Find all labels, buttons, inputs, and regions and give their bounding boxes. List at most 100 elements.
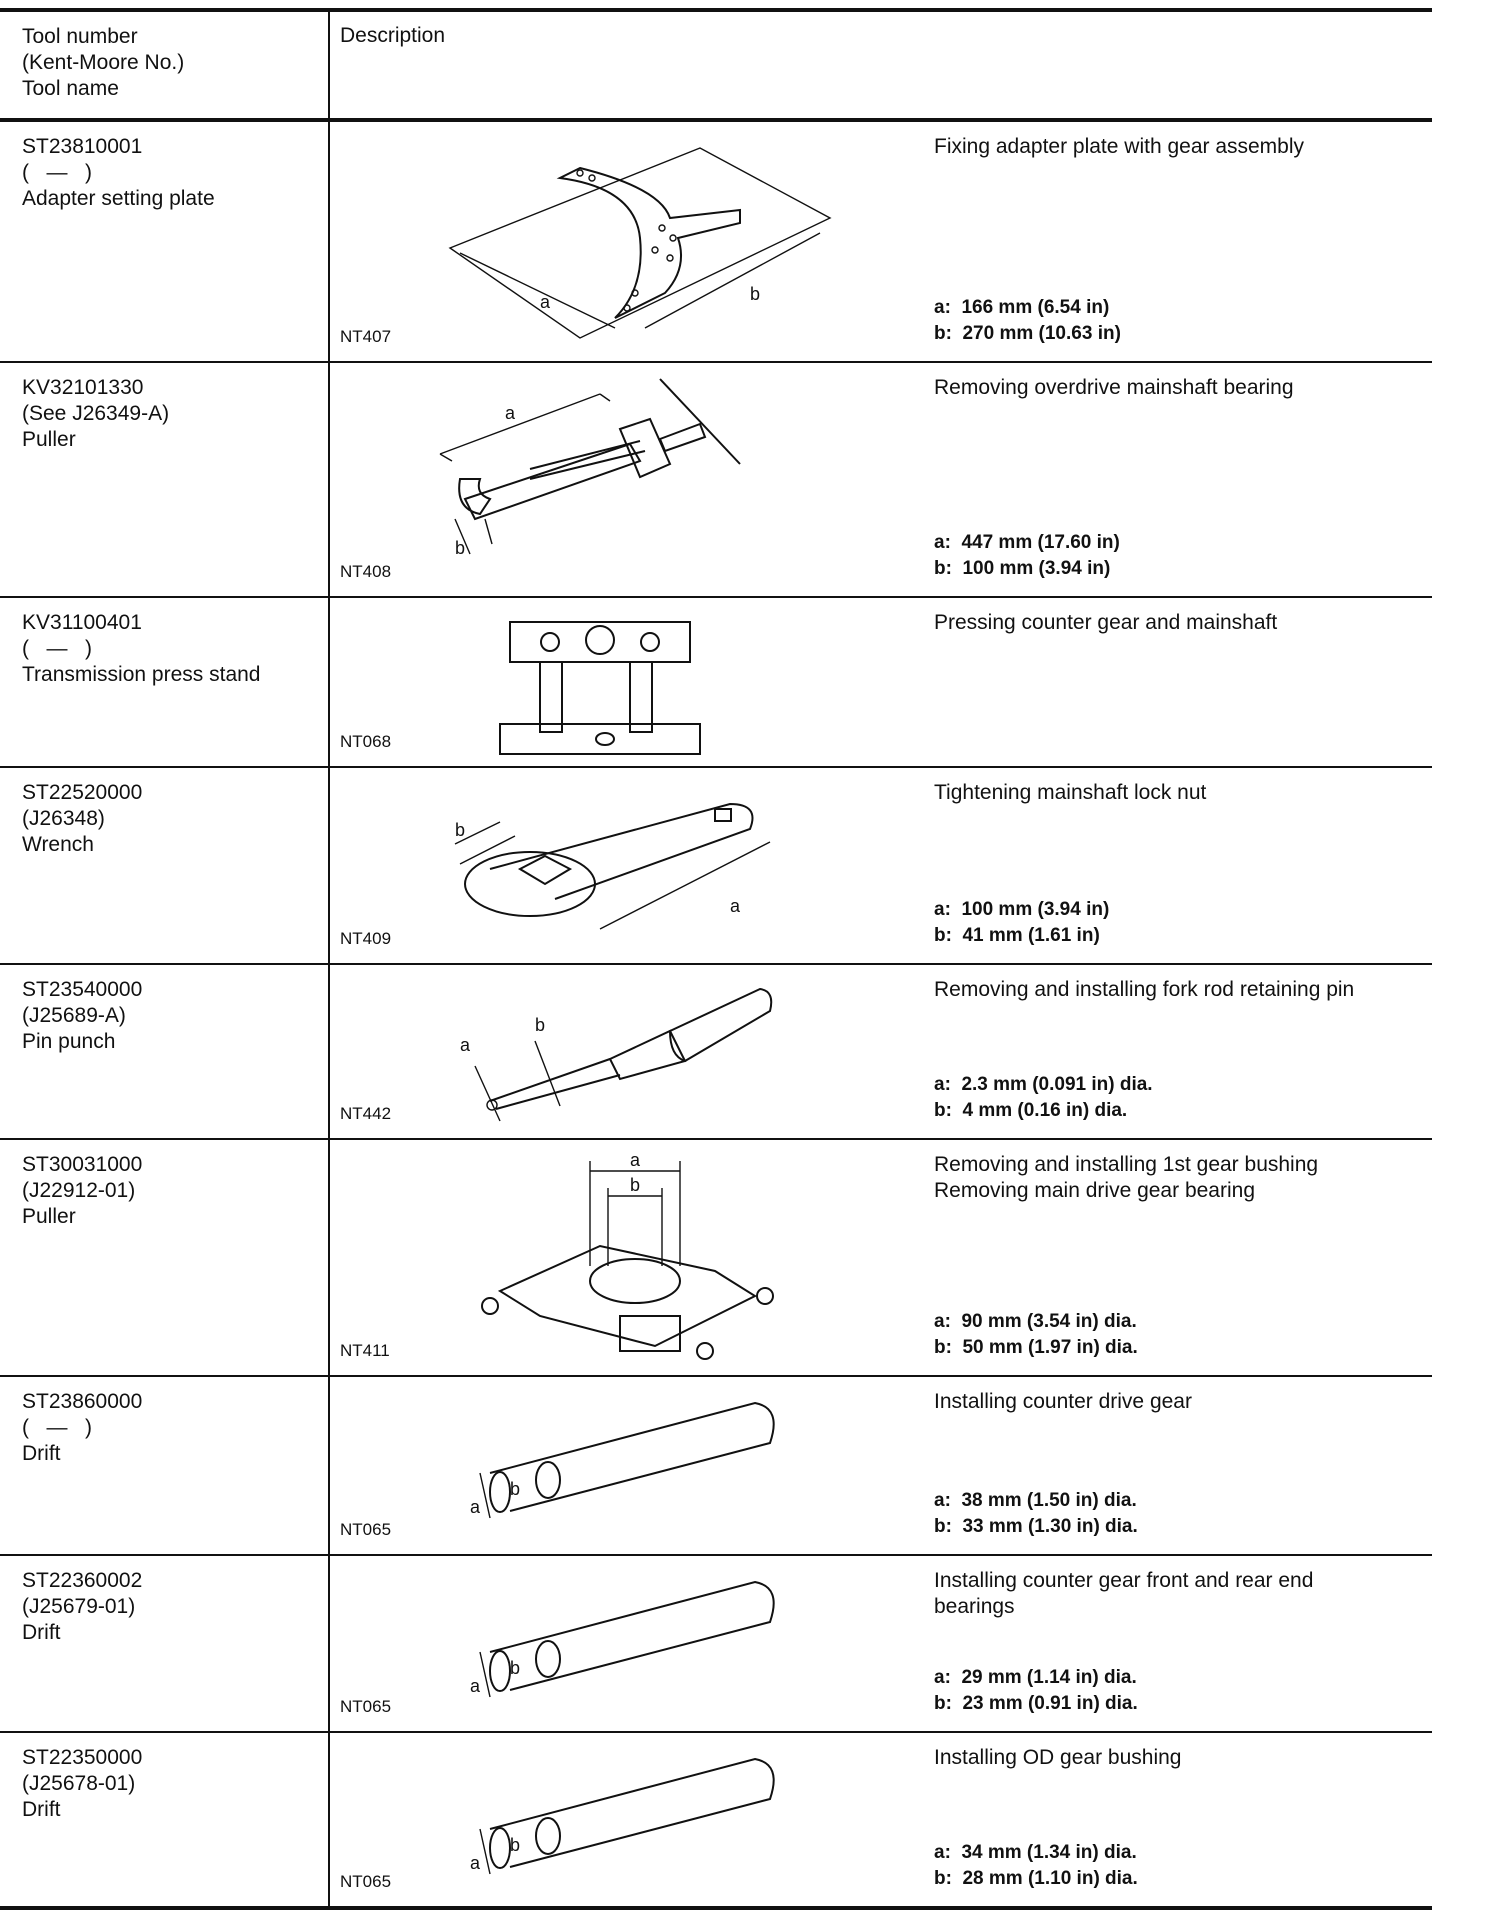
dimension-label-b: b: [455, 820, 465, 840]
dimension-list: a: 2.3 mm (0.091 in) dia. b: 4 mm (0.16 …: [934, 1072, 1153, 1124]
dimension-label-a: a: [470, 1497, 481, 1517]
tool-number: ST22350000: [22, 1746, 143, 1769]
tool-number: ST22360002: [22, 1569, 143, 1592]
tool-description: Removing and installing 1st gear bushing…: [934, 1152, 1434, 1204]
wrench-illustration: b a: [454, 802, 771, 930]
table-row: ST30031000 (J22912-01) Puller a b NT411: [0, 1140, 1432, 1377]
tool-name: Drift: [22, 1798, 61, 1821]
tool-description-cell: a b NT442 Removing and installing fork r…: [330, 965, 1432, 1138]
dimension-list: a: 34 mm (1.34 in) dia. b: 28 mm (1.10 i…: [934, 1840, 1138, 1892]
table-header-row: Tool number (Kent-Moore No.) Tool name D…: [0, 12, 1432, 122]
dimension-a: a: 166 mm (6.54 in): [934, 297, 1110, 318]
tool-description-cell: a b NT065 Installing OD gear bushing a: …: [330, 1733, 1432, 1906]
dimension-b: b: 4 mm (0.16 in) dia.: [934, 1100, 1128, 1121]
kent-moore-number: ( — ): [22, 1416, 92, 1439]
dimension-a: a: 34 mm (1.34 in) dia.: [934, 1842, 1137, 1863]
tool-id-cell: ST23810001 ( — ) Adapter setting plate: [0, 122, 330, 361]
dimension-list: a: 90 mm (3.54 in) dia. b: 50 mm (1.97 i…: [934, 1309, 1138, 1361]
figure-code: NT065: [340, 1697, 392, 1716]
dimension-label-a: a: [460, 1035, 471, 1055]
dimension-label-b: b: [455, 538, 465, 558]
tool-description: Tightening mainshaft lock nut: [934, 781, 1207, 804]
adapter-setting-plate-illustration: a b: [448, 147, 832, 339]
table-row: ST22360002 (J25679-01) Drift a b NT065 I…: [0, 1556, 1432, 1733]
press-stand-illustration: [499, 621, 701, 755]
drift-illustration: a b: [470, 1757, 775, 1875]
figure-code: NT407: [340, 327, 392, 346]
kent-moore-number: (J25678-01): [22, 1772, 136, 1795]
dimension-list: a: 100 mm (3.94 in) b: 41 mm (1.61 in): [934, 897, 1109, 949]
dimension-b: b: 28 mm (1.10 in) dia.: [934, 1868, 1138, 1889]
tool-description: Fixing adapter plate with gear assembly: [934, 135, 1305, 158]
table-row: ST23540000 (J25689-A) Pin punch a b NT44…: [0, 965, 1432, 1140]
description-line-2: bearings: [934, 1595, 1015, 1618]
kent-moore-number: ( — ): [22, 637, 92, 660]
tool-number: ST23540000: [22, 978, 143, 1001]
tool-name: Transmission press stand: [22, 663, 261, 686]
dimension-list: a: 166 mm (6.54 in) b: 270 mm (10.63 in): [934, 295, 1121, 347]
table-row: ST22350000 (J25678-01) Drift a b NT065 I…: [0, 1733, 1432, 1910]
tool-description-cell: b a NT409 Tightening mainshaft lock nut …: [330, 768, 1432, 963]
tool-number: ST22520000: [22, 781, 143, 804]
dimension-b: b: 100 mm (3.94 in): [934, 558, 1111, 579]
table-row: KV32101330 (See J26349-A) Puller a b NT4…: [0, 363, 1432, 598]
tool-description-cell: NT068 Pressing counter gear and mainshaf…: [330, 598, 1432, 766]
dimension-list: a: 38 mm (1.50 in) dia. b: 33 mm (1.30 i…: [934, 1488, 1138, 1540]
drift-illustration: a b: [470, 1401, 775, 1519]
dimension-label-a: a: [630, 1150, 641, 1170]
tool-id-cell: ST22360002 (J25679-01) Drift: [0, 1556, 330, 1731]
tool-name: Wrench: [22, 833, 94, 856]
dimension-label-b: b: [535, 1015, 545, 1035]
figure-code: NT065: [340, 1520, 392, 1539]
tool-id-cell: KV32101330 (See J26349-A) Puller: [0, 363, 330, 596]
dimension-a: a: 2.3 mm (0.091 in) dia.: [934, 1074, 1153, 1095]
header-tool-column: Tool number (Kent-Moore No.) Tool name: [0, 12, 330, 118]
kent-moore-number: (J25679-01): [22, 1595, 136, 1618]
dimension-label-a: a: [470, 1676, 481, 1696]
dimension-a: a: 38 mm (1.50 in) dia.: [934, 1490, 1137, 1511]
tool-description: Removing overdrive mainshaft bearing: [934, 376, 1294, 399]
tool-description: Installing counter gear front and rear e…: [934, 1568, 1434, 1620]
tool-description-cell: a b NT065 Installing counter gear front …: [330, 1556, 1432, 1731]
figure-code: NT411: [340, 1341, 390, 1360]
figure-code: NT408: [340, 562, 392, 581]
dimension-label-b: b: [510, 1479, 520, 1499]
tool-description-cell: a b NT065 Installing counter drive gear …: [330, 1377, 1432, 1554]
dimension-list: a: 29 mm (1.14 in) dia. b: 23 mm (0.91 i…: [934, 1665, 1138, 1717]
header-description: Description: [340, 24, 446, 47]
table-row: ST22520000 (J26348) Wrench b a NT409 Tig…: [0, 768, 1432, 965]
figure-code: NT409: [340, 929, 392, 948]
kent-moore-number: (See J26349-A): [22, 402, 170, 425]
tool-description: Installing OD gear bushing: [934, 1746, 1182, 1769]
description-line-1: Removing and installing 1st gear bushing: [934, 1153, 1319, 1176]
dimension-label-a: a: [540, 292, 551, 312]
tool-description: Pressing counter gear and mainshaft: [934, 611, 1278, 634]
figure-code: NT065: [340, 1872, 392, 1891]
table-row: ST23810001 ( — ) Adapter setting plate a…: [0, 122, 1432, 363]
dimension-a: a: 29 mm (1.14 in) dia.: [934, 1667, 1137, 1688]
table-row: ST23860000 ( — ) Drift a b NT065 Install…: [0, 1377, 1432, 1556]
dimension-label-a: a: [730, 896, 741, 916]
tool-name: Adapter setting plate: [22, 187, 215, 210]
header-tool-name: Tool name: [22, 77, 119, 100]
dimension-a: a: 90 mm (3.54 in) dia.: [934, 1311, 1137, 1332]
tool-name: Puller: [22, 428, 76, 451]
tool-number: KV31100401: [22, 611, 142, 634]
bearing-puller-illustration: a b: [481, 1150, 774, 1360]
dimension-a: a: 447 mm (17.60 in): [934, 532, 1120, 553]
tool-description-cell: a b NT411 Removing and installing 1st ge…: [330, 1140, 1432, 1375]
figure-code: NT442: [340, 1104, 392, 1123]
dimension-b: b: 50 mm (1.97 in) dia.: [934, 1337, 1138, 1358]
tool-description: Removing and installing fork rod retaini…: [934, 978, 1355, 1001]
kent-moore-number: (J26348): [22, 807, 105, 830]
description-line-2: Removing main drive gear bearing: [934, 1179, 1255, 1202]
tool-id-cell: ST22350000 (J25678-01) Drift: [0, 1733, 330, 1906]
tool-name: Drift: [22, 1621, 61, 1644]
pin-punch-illustration: a b: [460, 987, 773, 1122]
header-tool-number: Tool number: [22, 25, 138, 48]
dimension-list: a: 447 mm (17.60 in) b: 100 mm (3.94 in): [934, 530, 1120, 582]
drift-illustration: a b: [470, 1580, 775, 1698]
tool-name: Puller: [22, 1205, 76, 1228]
kent-moore-number: (J22912-01): [22, 1179, 136, 1202]
dimension-b: b: 270 mm (10.63 in): [934, 323, 1121, 344]
